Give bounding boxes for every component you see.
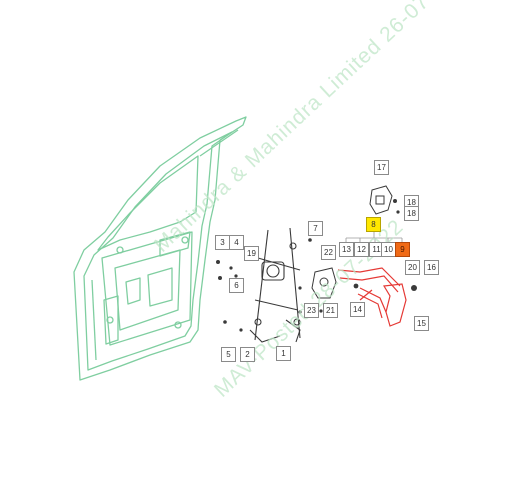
latch-assembly [337,267,407,327]
callout-3[interactable]: 3 [215,235,230,250]
callout-16[interactable]: 16 [424,260,439,275]
callout-21[interactable]: 21 [323,303,338,318]
callout-19[interactable]: 19 [244,246,259,261]
callout-15[interactable]: 15 [414,316,429,331]
callout-23[interactable]: 23 [304,303,319,318]
callout-10[interactable]: 10 [381,242,396,257]
callout-20[interactable]: 20 [405,260,420,275]
callout-12[interactable]: 12 [354,242,369,257]
callout-17[interactable]: 17 [374,160,389,175]
callout-14[interactable]: 14 [350,302,365,317]
callout-8[interactable]: 8 [366,217,381,232]
callout-7[interactable]: 7 [308,221,323,236]
window-regulator [249,227,301,343]
callout-18b[interactable]: 18 [404,206,419,221]
callout-6[interactable]: 6 [229,278,244,293]
label-bracket [345,231,403,242]
lock-module [369,185,393,215]
callout-1[interactable]: 1 [276,346,291,361]
door-panel [73,116,247,381]
callout-2[interactable]: 2 [240,347,255,362]
callout-13[interactable]: 13 [339,242,354,257]
callout-4[interactable]: 4 [229,235,244,250]
callout-5[interactable]: 5 [221,347,236,362]
callout-9[interactable]: 9 [395,242,410,257]
door-actuator [311,267,337,299]
callout-22[interactable]: 22 [321,245,336,260]
